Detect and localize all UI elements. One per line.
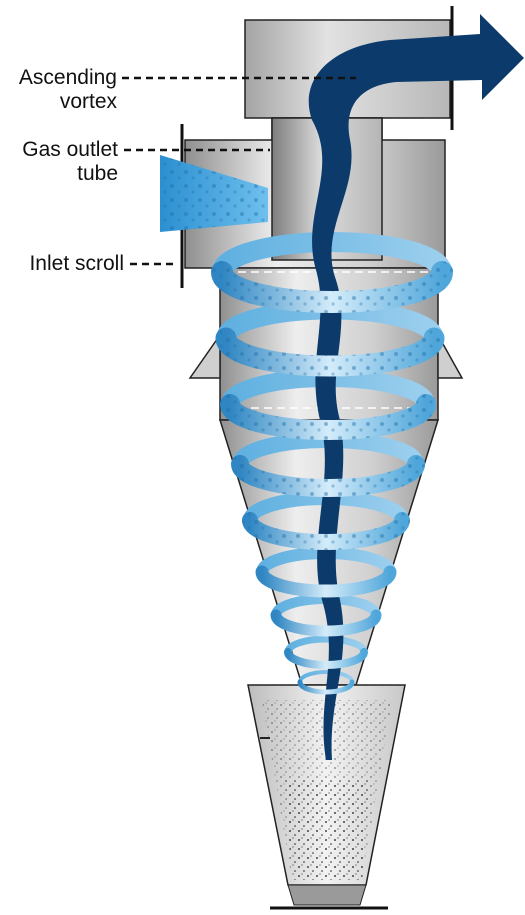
- support-flange-left: [190, 335, 220, 378]
- label-inlet-scroll: Inlet scroll: [0, 252, 124, 276]
- label-inlet-scroll-text: Inlet scroll: [0, 252, 124, 276]
- label-gas-outlet-tube-line1: Gas outlet: [0, 138, 118, 162]
- label-ascending-vortex: Ascending vortex: [0, 66, 117, 114]
- label-ascending-vortex-line2: vortex: [0, 90, 117, 114]
- label-gas-outlet-tube-line2: tube: [0, 162, 118, 186]
- label-ascending-vortex-line1: Ascending: [0, 66, 117, 90]
- label-gas-outlet-tube: Gas outlet tube: [0, 138, 118, 186]
